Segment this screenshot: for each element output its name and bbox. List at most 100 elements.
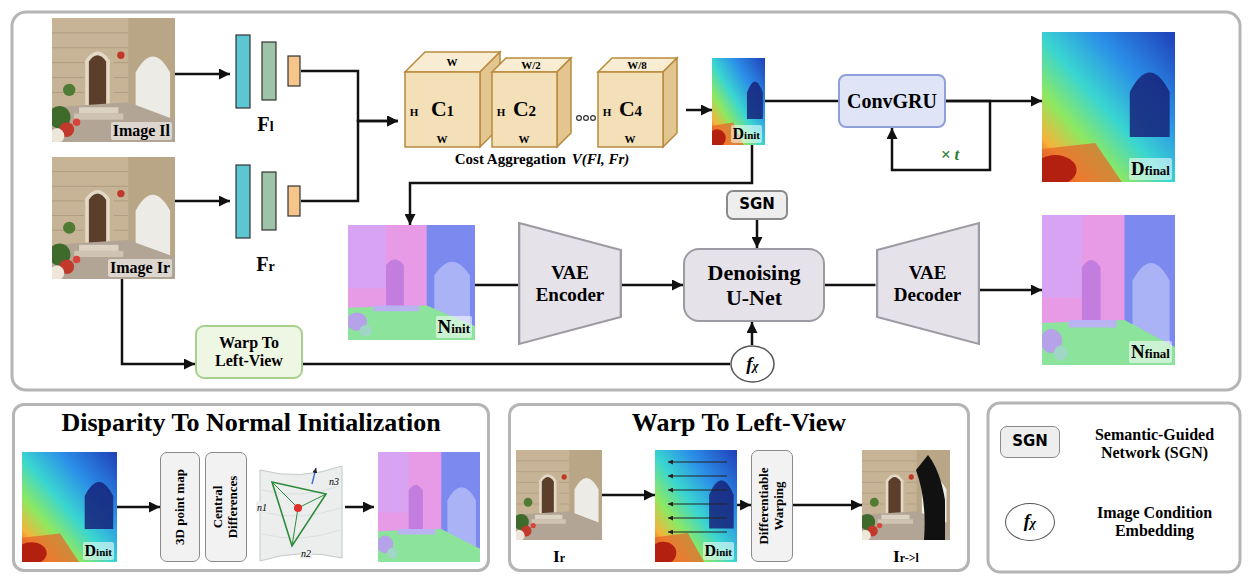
- figure-node: Ir->l: [862, 450, 950, 566]
- illustration-part: [668, 531, 727, 532]
- connector: [751, 322, 754, 345]
- illustration-part: [236, 165, 250, 238]
- node-label: ConvGRU: [847, 90, 937, 113]
- vae-trapezoid: VAE Decoder: [876, 222, 980, 345]
- illustration-part: [577, 116, 582, 121]
- node-label: VAE Decoder: [886, 262, 970, 306]
- connector: [980, 289, 1043, 292]
- text-group: Ir->l: [862, 546, 950, 566]
- node-label: fχ: [746, 353, 758, 375]
- legend-sample: SGN: [1000, 426, 1060, 458]
- node-label: Warp To Left-View: [202, 334, 297, 371]
- node-label: Fl: [257, 113, 273, 136]
- illustration-part: [236, 35, 250, 108]
- embedding-circle: fχ: [730, 345, 775, 383]
- dimension-label: H: [602, 106, 613, 118]
- vae-trapezoid: VAE Encoder: [518, 222, 622, 345]
- cube-front: [492, 72, 557, 147]
- dimension-label: W/2: [520, 59, 542, 71]
- warped-image: [859, 450, 950, 541]
- text-group: Warp To Left-View: [508, 408, 970, 438]
- figure-node: Fl: [230, 30, 301, 136]
- process-box: ConvGRU: [838, 74, 946, 128]
- node-label: Image Ir: [108, 259, 172, 277]
- cost-cube: C2: [492, 58, 571, 147]
- connector: [602, 494, 655, 497]
- legend-panel: [988, 403, 1240, 572]
- node-label: Cost Aggregation: [455, 151, 566, 168]
- image-node: Dinit: [712, 58, 765, 145]
- section-panel: Disparity To Normal InitializationDinit 3…: [12, 403, 490, 572]
- illustration-part: [312, 468, 316, 484]
- illustration-part: [262, 42, 276, 100]
- illustration-part: [668, 489, 727, 490]
- cube-faces: [598, 58, 677, 147]
- text-group: Nfinal: [1129, 341, 1172, 363]
- process-box: SGN: [726, 190, 788, 220]
- dimension-label: H: [496, 106, 507, 118]
- connector: [737, 504, 751, 507]
- cost-cube-outline: [598, 58, 677, 147]
- connector: [793, 504, 862, 507]
- dimension-label: H: [409, 106, 420, 118]
- text-group: Image Ir: [108, 259, 172, 277]
- connector: [175, 73, 230, 76]
- connector: [946, 100, 1042, 103]
- connector: [622, 284, 683, 287]
- cube-front: [598, 72, 663, 147]
- legend-entry: Semantic-Guided Network (SGN): [1072, 424, 1237, 464]
- node-label: Dfinal: [1129, 158, 1172, 180]
- connector: [122, 279, 195, 364]
- text-group: Denoising U-Net: [685, 250, 823, 320]
- cube-faces: [492, 58, 571, 147]
- cube-side: [557, 58, 571, 147]
- text-group: Cost AggregationV(Fl, Fr): [398, 151, 686, 168]
- illustration-part: [668, 503, 727, 504]
- illustration-part: [260, 466, 342, 561]
- left-image: [48, 18, 175, 143]
- connector: [175, 200, 230, 203]
- legend-text: Semantic-Guided Network (SGN): [1072, 426, 1237, 463]
- node-label: Denoising U-Net: [694, 260, 814, 311]
- step-box: Differentiable Warping: [751, 450, 793, 562]
- connector: [303, 363, 730, 366]
- dimension-label: W/8: [626, 59, 648, 71]
- node-label: Ninit: [436, 316, 472, 338]
- normal-label: n3: [328, 476, 340, 487]
- text-group: Disparity To Normal Initialization: [12, 408, 490, 438]
- section-panel: Warp To Left-ViewIrDinit Differentiable W…: [508, 403, 970, 572]
- figure-node: Fr: [230, 160, 301, 276]
- text-group: SGN: [728, 192, 786, 218]
- connector: [410, 145, 752, 225]
- text-group: VAE Encoder: [518, 222, 622, 345]
- ellipsis-dots: [577, 116, 596, 121]
- disparity-map: [709, 58, 765, 147]
- text-group: Warp To Left-View: [197, 327, 301, 377]
- illustration-part: [668, 475, 727, 476]
- illustration-part: [668, 461, 727, 462]
- text-group: Dinit: [703, 542, 734, 560]
- normal-map: [1041, 215, 1175, 365]
- node-label: Dinit: [83, 542, 114, 560]
- disparity-map: [16, 452, 117, 564]
- illustration-part: [288, 186, 300, 216]
- cost-cube-outline: [492, 58, 571, 147]
- node-label: C4: [619, 97, 642, 122]
- step-box: Central Differences: [205, 452, 247, 562]
- image-node: Dfinal: [1042, 32, 1175, 182]
- text-group: VAE Decoder: [876, 222, 980, 345]
- normal-map: [347, 225, 475, 340]
- legend-sample: fχ: [1005, 503, 1055, 541]
- text-group: Dinit: [83, 542, 114, 560]
- legend-text: Image Condition Embedding: [1072, 504, 1237, 541]
- text-group: fχ: [730, 345, 775, 383]
- text-group: 3D point map: [173, 469, 188, 545]
- image-node: Dinit: [655, 450, 737, 562]
- node-label: Dinit: [703, 542, 734, 560]
- cube-faces: [405, 52, 500, 147]
- disparity-map: [1034, 32, 1175, 185]
- figure-node: Ir: [516, 450, 602, 566]
- text-group: Fl: [230, 113, 301, 136]
